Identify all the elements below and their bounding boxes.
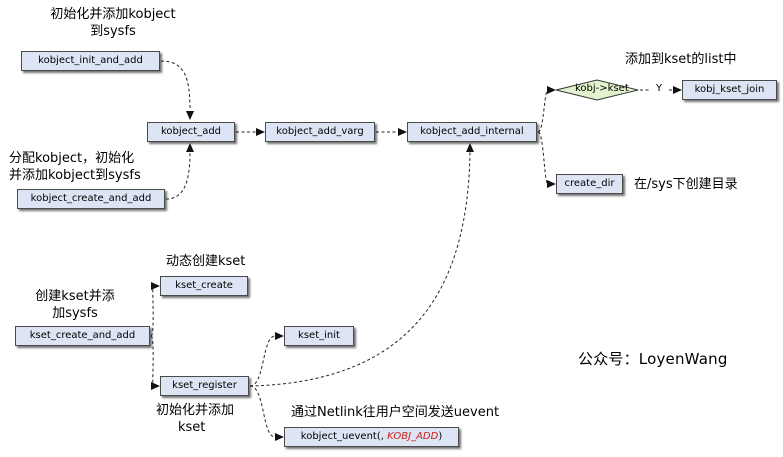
note-init-and-add: 初始化并添加kobject 到sysfs [18,6,208,40]
edge-kset-create-and-add-to-kset-create [150,285,154,337]
edge-kset-register-to-add-internal [249,151,471,387]
edge-kset-register-to-uevent [249,385,276,438]
arrowhead [275,332,284,340]
note-create-and-add: 分配kobject，初始化 并添加kobject到sysfs [9,150,141,184]
edge-kset-create-and-add-to-kset-register [150,335,154,387]
arrowhead [398,128,407,136]
create-dir-box: create_dir [556,174,623,194]
kobject-uevent-close: ) [438,431,443,442]
kobj-add-action: KOBJ_ADD [387,431,439,442]
note-kset-create-and-add: 创建kset并添 加sysfs [20,288,130,322]
note-kset-create: 动态创建kset [166,254,246,269]
note-line: 初始化并添加 [155,403,234,418]
kobject-add-box: kobject_add [147,122,235,142]
arrowhead [466,143,474,152]
edge-create-and-add-to-add [165,151,191,200]
note-kset-join: 添加到kset的list中 [625,52,737,67]
kset-create-and-add-box: kset_create_and_add [15,326,150,346]
decision-kset-label: kobj->kset [575,83,629,94]
yes-branch-label: Y [656,83,663,94]
kset-init-box: kset_init [284,326,354,346]
kobject-add-internal-box: kobject_add_internal [407,122,537,142]
kobject-uevent-box: kobject_uevent(, KOBJ_ADD) [284,427,459,447]
kobject-create-and-add-box: kobject_create_and_add [17,189,165,209]
note-kset-register: 初始化并添加 kset [140,402,250,436]
note-line: 初始化并添加kobject [50,7,176,22]
arrowhead [256,128,265,136]
watermark: 公众号：LoyenWang [578,350,728,368]
note-line: 到sysfs [90,24,136,39]
note-create-dir: 在/sys下创建目录 [634,177,738,192]
arrowhead [547,86,556,94]
kset-register-box: kset_register [160,376,249,396]
edge-add-internal-to-kset-check [537,89,549,133]
arrowhead [186,143,194,152]
note-line: 分配kobject，初始化 [9,151,135,166]
kset-create-box: kset_create [160,276,248,296]
note-line: 并添加kobject到sysfs [9,168,141,183]
edge-init-and-add-to-add [160,60,191,111]
edge-kset-register-to-kset-init [249,335,276,387]
note-line: 创建kset并添 [35,289,115,304]
arrowhead [673,86,682,94]
note-line: kset [178,420,206,435]
kobject-uevent-call: kobject_uevent(, [300,431,388,442]
kobject-init-and-add-box: kobject_init_and_add [21,51,160,71]
arrowhead [151,282,160,290]
arrowhead [151,382,160,390]
note-uevent: 通过Netlink往用户空间发送uevent [291,405,500,420]
kobj-kset-join-box: kobj_kset_join [682,80,777,100]
arrowhead [186,111,194,120]
kobject-add-varg-box: kobject_add_varg [265,122,375,142]
arrowhead [547,180,556,188]
edge-add-internal-to-create-dir [537,131,549,185]
decision-kset-diamond [555,79,639,101]
note-line: 加sysfs [52,306,98,321]
arrowhead [275,433,284,441]
